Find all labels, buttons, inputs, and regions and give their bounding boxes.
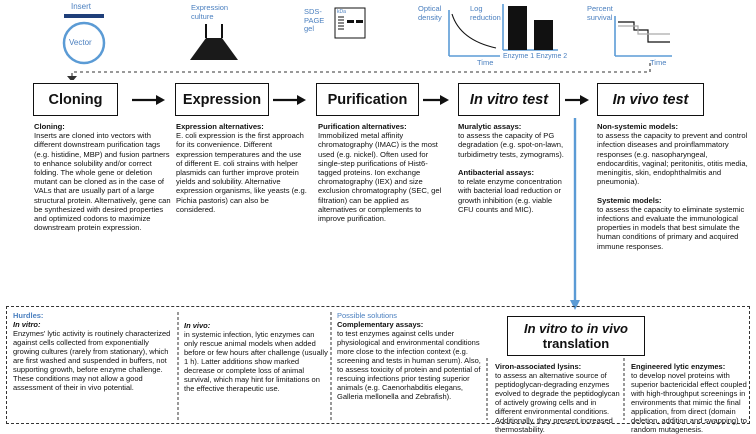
vector-icon (62, 21, 106, 65)
stage-expression-label: Expression (182, 91, 262, 108)
in-vitro-description: Muralytic assays: to assess the capacity… (458, 122, 568, 214)
survival-label: Percent survival (587, 4, 613, 22)
complementary-heading: Complementary assays: (337, 320, 424, 329)
muralytic-heading: Muralytic assays: (458, 122, 522, 131)
engineered-text: to develop novel proteins with superior … (631, 371, 747, 434)
in-vivo-description: Non-systemic models: to assess the capac… (597, 122, 749, 251)
survival-graph-icon (614, 16, 672, 57)
od-label: Optical density (418, 4, 442, 22)
nonsystemic-heading: Non-systemic models: (597, 122, 679, 131)
systemic-text: to assess the capacity to eliminate syst… (597, 204, 745, 251)
hurdles-solutions-panel (6, 306, 750, 424)
expression-heading: Expression alternatives: (176, 122, 264, 131)
hurdles-in-vivo-heading: In vivo: (184, 321, 211, 330)
stage-in-vitro-label: In vitro test (469, 91, 549, 108)
expression-text: E. coli expression is the first approach… (176, 131, 307, 214)
stage-in-vitro: In vitro test (458, 83, 560, 116)
hurdles-in-vivo-text: in systemic infection, lytic enzymes can… (184, 330, 328, 393)
complementary-text: to test enzymes against cells under phys… (337, 329, 481, 401)
stage-cloning: Cloning (33, 83, 118, 116)
cloning-description: Cloning: Inserts are cloned into vectors… (34, 122, 172, 232)
insert-label: Insert (71, 2, 92, 11)
vector-label: Vector (69, 38, 92, 47)
loop-arrowhead-icon (67, 76, 77, 80)
hurdles-in-vitro: Hurdles: In vitro: Enzymes' lytic activi… (13, 311, 175, 392)
hurdles-in-vitro-heading: In vitro: (13, 320, 41, 329)
culture-label: Expression culture (191, 3, 229, 21)
cloning-heading: Cloning: (34, 122, 65, 131)
od-time-label: Time (477, 58, 494, 67)
gel-label: SDS-PAGE gel (304, 7, 325, 33)
purification-description: Purification alternatives: Immobilized m… (318, 122, 449, 223)
engineered-heading: Engineered lytic enzymes: (631, 362, 726, 371)
gel-icon (334, 7, 366, 39)
solution-viron: Viron-associated lysins: to assess an al… (495, 362, 623, 434)
purification-text: Immobilized metal affinity chromatograph… (318, 131, 442, 224)
solution-engineered: Engineered lytic enzymes: to develop nov… (631, 362, 747, 434)
solutions-title: Possible solutions (337, 311, 398, 320)
antibacterial-heading: Antibacterial assays: (458, 168, 534, 178)
stage-purification-label: Purification (327, 91, 408, 108)
hurdles-in-vitro-text: Enzymes' lytic activity is routinely cha… (13, 329, 171, 392)
log-reduction-graph-icon (502, 4, 558, 51)
feedback-loop-connector (71, 63, 651, 78)
stage-in-vivo-label: In vivo test (612, 91, 689, 108)
log-reduction-label: Log reduction (470, 4, 501, 22)
stage-purification: Purification (316, 83, 419, 116)
expression-description: Expression alternatives: E. coli express… (176, 122, 308, 214)
solution-complementary: Possible solutions Complementary assays:… (337, 311, 485, 401)
survival-time-label: Time (650, 58, 667, 67)
gel-kda-label: kDa (337, 9, 346, 15)
hurdles-title: Hurdles: (13, 311, 44, 320)
purification-heading: Purification alternatives: (318, 122, 407, 131)
optical-density-graph-icon (448, 10, 500, 57)
icon-row (62, 4, 672, 80)
translation-line2: translation (542, 336, 610, 351)
flask-icon (190, 24, 238, 60)
systemic-heading: Systemic models: (597, 195, 662, 205)
stage-translation: In vitro to in vivo translation (507, 316, 645, 356)
viron-text: to assess an alternative source of pepti… (495, 371, 620, 434)
cloning-text: Inserts are cloned into vectors with dif… (34, 131, 171, 233)
hurdles-in-vivo: In vivo: in systemic infection, lytic en… (184, 321, 329, 393)
translation-line1: In vitro to in vivo (523, 321, 628, 336)
nonsystemic-text: to assess the capacity to prevent and co… (597, 131, 748, 187)
antibacterial-text: to relate enzyme concentration with bact… (458, 177, 562, 214)
enzyme-labels: Enzyme 1 Enzyme 2 (503, 53, 568, 60)
viron-heading: Viron-associated lysins: (495, 362, 582, 371)
stage-in-vivo: In vivo test (597, 83, 704, 116)
stage-expression: Expression (175, 83, 269, 116)
stage-cloning-label: Cloning (48, 91, 103, 108)
muralytic-text: to assess the capacity of PG degradation… (458, 131, 564, 159)
